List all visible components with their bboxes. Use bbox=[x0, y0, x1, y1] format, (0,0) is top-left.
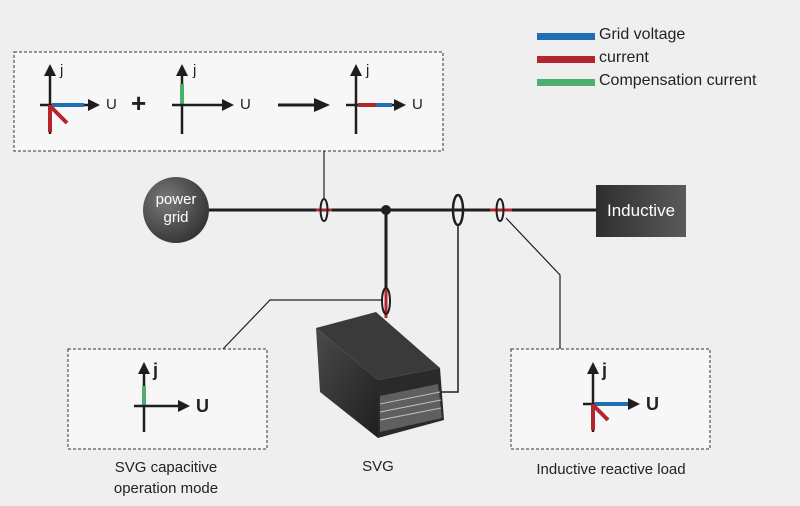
u-axis-label: U bbox=[412, 96, 423, 113]
power-grid-node bbox=[143, 177, 209, 243]
capacitive-mode-box bbox=[67, 348, 268, 450]
u-axis-label: U bbox=[240, 96, 251, 113]
legend-label: Compensation current bbox=[599, 72, 757, 89]
j-axis-label: j bbox=[602, 360, 608, 380]
capacitive-caption-line1: SVG capacitive bbox=[114, 459, 218, 476]
legend-swatch bbox=[537, 56, 595, 63]
current-transformer-icon bbox=[381, 287, 391, 315]
connector-line bbox=[505, 217, 561, 349]
result-arrow-icon bbox=[314, 98, 330, 112]
ct-signal-wire bbox=[436, 225, 459, 393]
inductive-load-caption: Inductive reactive load bbox=[536, 461, 686, 478]
legend-label: current bbox=[599, 49, 649, 66]
plus-sign: + bbox=[131, 88, 147, 118]
vector-diagram-3 bbox=[346, 64, 406, 134]
capacitive-caption-line2: operation mode bbox=[113, 480, 219, 497]
power-grid-label-line1: power bbox=[155, 191, 197, 208]
legend-swatch bbox=[537, 33, 595, 40]
inductive-label: Inductive bbox=[606, 201, 676, 220]
legend-swatch bbox=[537, 79, 595, 86]
vector-diagram-1 bbox=[40, 64, 100, 134]
inductive-load-node bbox=[596, 185, 686, 237]
svg-device-image bbox=[316, 312, 444, 438]
vector-diagram-capacitive bbox=[134, 362, 190, 432]
svg-device-label: SVG bbox=[362, 458, 394, 475]
vector-diagram-inductive bbox=[583, 362, 640, 432]
inductive-load-box bbox=[510, 348, 711, 450]
current-transformer-icon bbox=[495, 198, 505, 222]
j-axis-label: j bbox=[60, 62, 64, 79]
vector-diagram-2 bbox=[172, 64, 234, 134]
current-vector bbox=[48, 104, 69, 125]
j-axis-label: j bbox=[193, 62, 197, 79]
u-axis-label: U bbox=[106, 96, 117, 113]
u-axis-label: U bbox=[196, 396, 209, 416]
current-transformer-icon bbox=[319, 198, 329, 222]
connector-line bbox=[222, 299, 382, 350]
legend-label: Grid voltage bbox=[599, 26, 686, 43]
u-axis-label: U bbox=[646, 394, 659, 414]
current-vector bbox=[591, 403, 610, 422]
power-grid-label-line2: grid bbox=[163, 209, 189, 226]
j-axis-label: j bbox=[366, 62, 370, 79]
top-vector-box bbox=[13, 51, 444, 152]
j-axis-label: j bbox=[153, 360, 159, 380]
